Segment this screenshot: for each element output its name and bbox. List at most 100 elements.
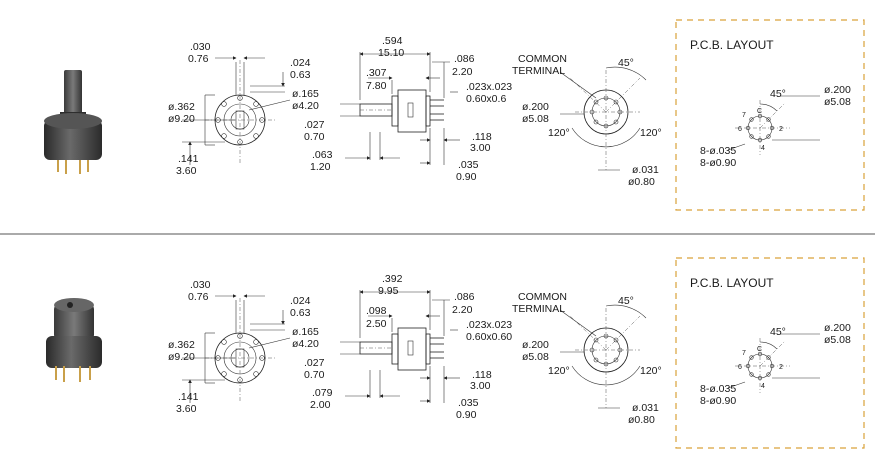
side-gap-mm: 3.00: [470, 142, 491, 154]
front-od-mm: ø9.20: [168, 113, 195, 125]
pcb-pin-4: 4: [761, 145, 765, 152]
front-id-in: ø.165: [292, 326, 319, 338]
rear-angle-top: 45°: [618, 57, 634, 69]
side-body-in: .307: [366, 67, 387, 79]
pcb-angle: 45°: [770, 88, 786, 100]
side-shaft-in: .027: [304, 119, 325, 131]
side-pitch-in: .035: [458, 159, 479, 171]
pcb-holes-mm: 8-ø0.90: [700, 395, 736, 407]
pcb-title: P.C.B. LAYOUT: [690, 276, 774, 290]
side-labels: .392 9.95 .098 2.50 .086 2.20 .023x.023 …: [304, 273, 512, 421]
side-top-in: .086: [454, 53, 475, 65]
side-gap-in: .118: [472, 131, 492, 143]
front-id-mm: ø4.20: [292, 338, 319, 350]
front-view: [182, 294, 291, 403]
pcb-pin-7: 7: [742, 350, 746, 357]
rear-angle-right: 120°: [640, 127, 662, 139]
front-h-in: .141: [178, 391, 199, 403]
front-labels: .030 0.76 .024 0.63 ø.362 ø9.20 ø.165 ø4…: [168, 41, 319, 177]
pcb-pin-7: 7: [742, 112, 746, 119]
rear-angle-right: 120°: [640, 365, 662, 377]
pcb-layout-view: [675, 257, 865, 449]
panel-top: .030 0.76 .024 0.63 ø.362 ø9.20 ø.165 ø4…: [168, 19, 865, 211]
panel-bottom: .030 0.76 .024 0.63 ø.362 ø9.20 ø.165 ø4…: [168, 257, 865, 449]
front-view: [182, 56, 291, 165]
pcb-title: P.C.B. LAYOUT: [690, 38, 774, 52]
pcb-holes-mm: 8-ø0.90: [700, 157, 736, 169]
rear-labels: COMMON TERMINAL 45° ø.200 ø5.08 120° 120…: [512, 53, 662, 188]
side-pitch-in: .035: [458, 397, 479, 409]
rear-hole-in: ø.031: [632, 164, 659, 176]
side-len-mm: 9.95: [378, 285, 399, 297]
side-flange-in: .079: [312, 387, 333, 399]
pcb-angle: 45°: [770, 326, 786, 338]
rear-view: [559, 304, 647, 409]
front-off-mm: 0.63: [290, 69, 311, 81]
front-h-mm: 3.60: [176, 165, 197, 177]
rear-circ-mm: ø5.08: [522, 351, 549, 363]
side-shaft-in: .027: [304, 357, 325, 369]
pcb-pin-6: 6: [738, 364, 742, 371]
side-len-mm: 15.10: [378, 47, 404, 59]
rear-hole-mm: ø0.80: [628, 414, 655, 426]
side-gap-in: .118: [472, 369, 492, 381]
side-body-in: .098: [366, 305, 387, 317]
front-off-in: .024: [290, 57, 311, 69]
side-gap-mm: 3.00: [470, 380, 491, 392]
rear-common-2: TERMINAL: [512, 65, 565, 77]
side-flange-mm: 2.00: [310, 399, 331, 411]
pcb-pin-2: 2: [779, 364, 783, 371]
front-off-in: .024: [290, 295, 311, 307]
rear-common-1: COMMON: [518, 53, 567, 65]
pcb-circ-in: ø.200: [824, 84, 851, 96]
side-pin-in: .023x.023: [466, 319, 512, 331]
front-od-in: ø.362: [168, 339, 195, 351]
rear-circ-in: ø.200: [522, 101, 549, 113]
rear-angle-top: 45°: [618, 295, 634, 307]
rear-circ-in: ø.200: [522, 339, 549, 351]
pcb-circ-in: ø.200: [824, 322, 851, 334]
side-pitch-mm: 0.90: [456, 171, 477, 183]
pcb-pin-6: 6: [738, 126, 742, 133]
front-labels: .030 0.76 .024 0.63 ø.362 ø9.20 ø.165 ø4…: [168, 279, 319, 415]
product-photo-1: [44, 70, 102, 174]
side-shaft-mm: 0.70: [304, 369, 325, 381]
pcb-pin-4: 4: [761, 383, 765, 390]
front-w-mm: 0.76: [188, 53, 209, 65]
front-h-mm: 3.60: [176, 403, 197, 415]
rear-circ-mm: ø5.08: [522, 113, 549, 125]
front-w-mm: 0.76: [188, 291, 209, 303]
side-view: [340, 290, 460, 403]
side-pin-mm: 0.60x0.60: [466, 331, 512, 343]
side-pin-mm: 0.60x0.6: [466, 93, 506, 105]
pcb-pin-c: C: [757, 346, 762, 353]
rear-angle-left: 120°: [548, 127, 570, 139]
pcb-labels: P.C.B. LAYOUT 45° ø.200 ø5.08 8-ø.035 8-…: [690, 38, 851, 169]
rear-labels: COMMON TERMINAL 45° ø.200 ø5.08 120° 120…: [512, 291, 662, 426]
side-top-mm: 2.20: [452, 304, 473, 316]
pcb-holes-in: 8-ø.035: [700, 145, 736, 157]
product-photo-2: [46, 298, 102, 382]
side-pitch-mm: 0.90: [456, 409, 477, 421]
side-flange-mm: 1.20: [310, 161, 331, 173]
side-body-mm: 2.50: [366, 318, 387, 330]
side-labels: .594 15.10 .307 7.80 .086 2.20 .023x.023…: [304, 35, 512, 183]
front-od-mm: ø9.20: [168, 351, 195, 363]
side-shaft-mm: 0.70: [304, 131, 325, 143]
side-top-in: .086: [454, 291, 475, 303]
rear-view: [559, 66, 647, 171]
pcb-pin-c: C: [757, 108, 762, 115]
pcb-pin-2: 2: [779, 126, 783, 133]
side-pin-in: .023x.023: [466, 81, 512, 93]
side-top-mm: 2.20: [452, 66, 473, 78]
pcb-layout-view: [675, 19, 865, 211]
side-len-in: .594: [382, 35, 403, 47]
front-off-mm: 0.63: [290, 307, 311, 319]
side-flange-in: .063: [312, 149, 333, 161]
rear-common-1: COMMON: [518, 291, 567, 303]
pcb-circ-mm: ø5.08: [824, 96, 851, 108]
side-len-in: .392: [382, 273, 403, 285]
rear-hole-mm: ø0.80: [628, 176, 655, 188]
